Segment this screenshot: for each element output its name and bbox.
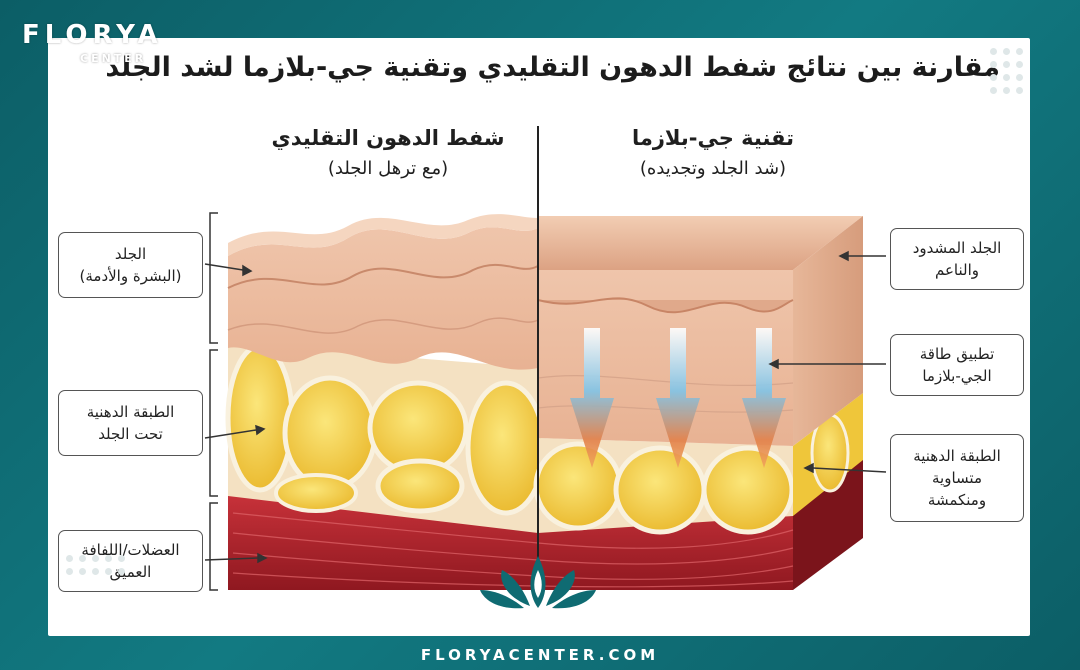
callout-text: الطبقة الدهنية [86,403,175,421]
content-panel: مقارنة بين نتائج شفط الدهون التقليدي وتق… [48,38,1030,636]
lotus-logo-icon [480,556,596,609]
callout-text: تحت الجلد [98,425,163,443]
callout-text: متساوية [932,469,982,487]
callout-even-fat: الطبقة الدهنية متساوية ومنكمشة [890,434,1024,522]
right-heading: تقنية جي-بلازما [631,126,795,150]
plasma-energy-arrows [570,328,786,468]
right-column-heading: تقنية جي-بلازما (شد الجلد وتجديده) [548,126,878,179]
callout-text: الجي-بلازما [922,367,992,385]
callout-text: والناعم [934,261,979,279]
callout-plasma-energy: تطبيق طاقة الجي-بلازما [890,334,1024,396]
callout-text: الجلد [114,245,147,263]
right-fat-layer [533,393,863,535]
callout-text: ومنكمشة [927,491,987,509]
skin-cross-section-illustration [204,126,887,609]
callout-skin-epidermis: الجلد (البشرة والأدمة) [58,232,203,298]
page-title: مقارنة بين نتائج شفط الدهون التقليدي وتق… [105,52,1000,83]
pointer-lines [204,250,887,564]
left-column-heading: شفط الدهون التقليدي (مع ترهل الجلد) [223,126,553,179]
callout-text: الجلد المشدود [912,239,1002,257]
brand-logo-text: FLORYA [22,20,163,50]
brand-logo-subtext: CENTER [80,52,147,65]
callout-subcutaneous-fat: الطبقة الدهنية تحت الجلد [58,390,203,456]
decorative-dots-top-right [990,48,1023,94]
left-brackets [209,212,218,591]
left-fat-layer [225,343,547,533]
callout-text: تطبيق طاقة [919,345,995,363]
right-subheading: (شد الجلد وتجديده) [639,158,787,179]
decorative-dots-bottom-left [66,555,125,575]
callout-text: الطبقة الدهنية [913,447,1001,465]
left-subheading: (مع ترهل الجلد) [327,158,449,179]
left-heading: شفط الدهون التقليدي [271,126,505,150]
callout-text: (البشرة والأدمة) [79,267,182,285]
website-url[interactable]: FLORYACENTER.COM [420,646,660,664]
callout-text: العميق [109,563,152,581]
left-skin-layer [227,214,539,370]
callout-text: العضلات/اللفافة [81,541,180,559]
callout-tight-skin: الجلد المشدود والناعم [890,228,1024,290]
callout-muscle-fascia: العضلات/اللفافة العميق [58,530,203,592]
